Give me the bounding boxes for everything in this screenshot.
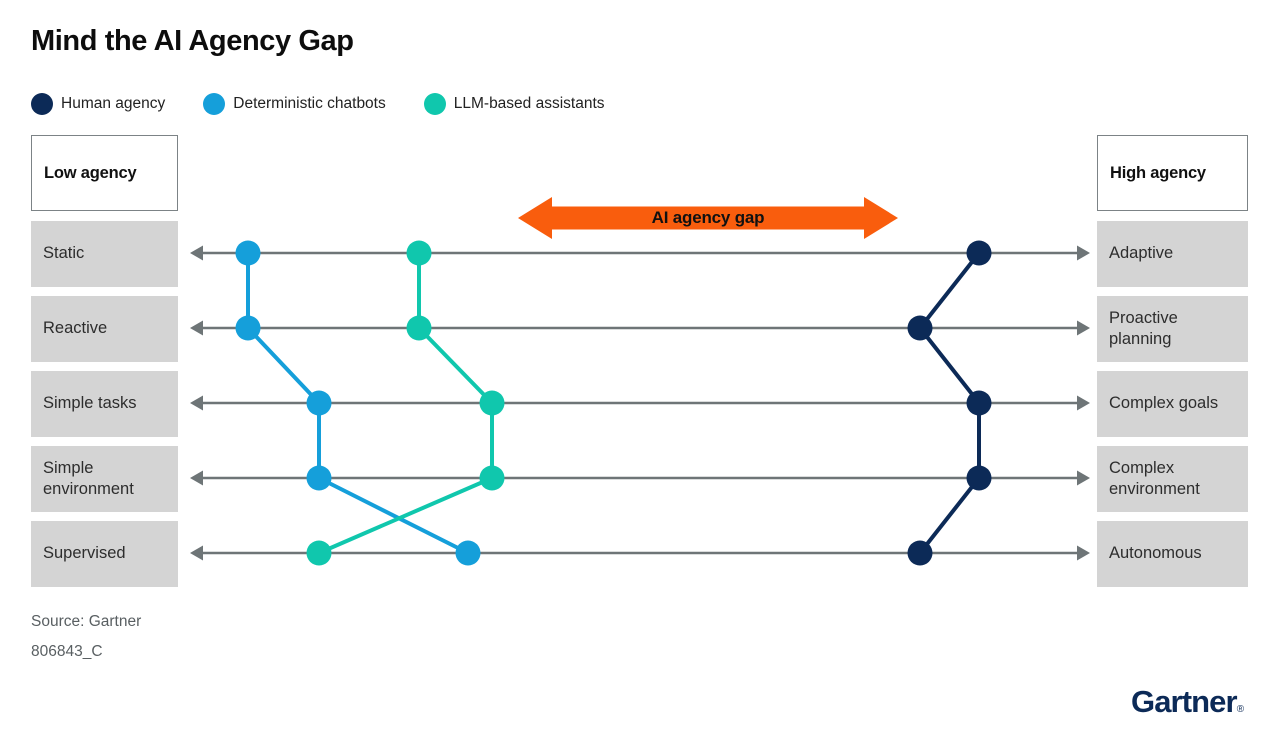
data-point[interactable]: [479, 390, 505, 416]
row-label-right-adaptive: Adaptive: [1097, 221, 1248, 287]
legend-item-llm-based-assistants: LLM-based assistants: [423, 93, 605, 115]
data-point[interactable]: [306, 390, 332, 416]
row-label-text: Reactive: [43, 319, 108, 338]
legend-item-human-agency: Human agency: [31, 93, 165, 115]
row-label-text: Complex goals: [1109, 394, 1219, 413]
data-point[interactable]: [306, 465, 332, 491]
row-label-right-proactive-planning: Proactive planning: [1097, 296, 1248, 362]
axis-row-1: [190, 320, 1090, 336]
data-point[interactable]: [455, 540, 481, 566]
row-label-text: Adaptive: [1109, 244, 1174, 263]
legend-swatch-icon: [423, 93, 446, 115]
row-label-right-autonomous: Autonomous: [1097, 521, 1248, 587]
series-llm-based-assistants: [306, 240, 505, 566]
legend-swatch-icon: [31, 93, 53, 115]
low-agency-header-label: Low agency: [44, 163, 137, 182]
row-label-text: Static: [43, 244, 85, 263]
series-deterministic-chatbots: [235, 240, 481, 566]
source-note: Source: Gartner 806843_C: [31, 607, 141, 667]
row-label-text: Simple tasks: [43, 394, 137, 413]
row-label-left-supervised: Supervised: [31, 521, 178, 587]
low-agency-header: Low agency: [31, 135, 178, 211]
series-human-agency: [907, 240, 992, 566]
row-label-left-simple-environment: Simple environment: [31, 446, 178, 512]
gartner-logo-text: Gartner: [1131, 684, 1238, 719]
axis-row-0: [190, 245, 1090, 261]
row-label-text: Simple environment: [43, 458, 134, 498]
high-agency-header: High agency: [1097, 135, 1248, 211]
source-line-1: Source: Gartner: [31, 613, 142, 630]
page-title: Mind the AI Agency Gap: [31, 25, 354, 57]
data-point[interactable]: [406, 315, 432, 341]
data-point[interactable]: [966, 465, 992, 491]
data-point[interactable]: [966, 390, 992, 416]
legend-label: LLM-based assistants: [453, 95, 605, 112]
row-label-text: Proactive planning: [1109, 308, 1178, 348]
axis-row-2: [190, 395, 1090, 411]
data-point[interactable]: [966, 240, 992, 266]
data-point[interactable]: [406, 240, 432, 266]
legend: Human agency Deterministic chatbots LLM-…: [31, 93, 643, 115]
row-label-left-reactive: Reactive: [31, 296, 178, 362]
row-label-right-complex-goals: Complex goals: [1097, 371, 1248, 437]
source-line-2: 806843_C: [31, 643, 103, 661]
axis-row-3: [190, 470, 1090, 486]
row-label-left-simple-tasks: Simple tasks: [31, 371, 178, 437]
row-label-text: Autonomous: [1109, 544, 1202, 563]
data-point[interactable]: [907, 540, 933, 566]
row-label-text: Complex environment: [1109, 458, 1200, 498]
row-label-left-static: Static: [31, 221, 178, 287]
axis-row-4: [190, 545, 1090, 561]
legend-label: Deterministic chatbots: [233, 95, 386, 112]
data-point[interactable]: [235, 240, 261, 266]
row-label-text: Supervised: [43, 544, 126, 563]
gartner-logo: Gartner®: [1131, 684, 1244, 719]
data-point[interactable]: [907, 315, 933, 341]
legend-label: Human agency: [61, 95, 166, 112]
ai-agency-gap-arrow: [518, 197, 898, 239]
data-point[interactable]: [235, 315, 261, 341]
data-point[interactable]: [306, 540, 332, 566]
legend-swatch-icon: [203, 93, 226, 115]
high-agency-header-label: High agency: [1110, 163, 1206, 182]
row-label-right-complex-environment: Complex environment: [1097, 446, 1248, 512]
registered-trademark-icon: ®: [1236, 704, 1244, 715]
data-point[interactable]: [479, 465, 505, 491]
legend-item-deterministic-chatbots: Deterministic chatbots: [203, 93, 386, 115]
